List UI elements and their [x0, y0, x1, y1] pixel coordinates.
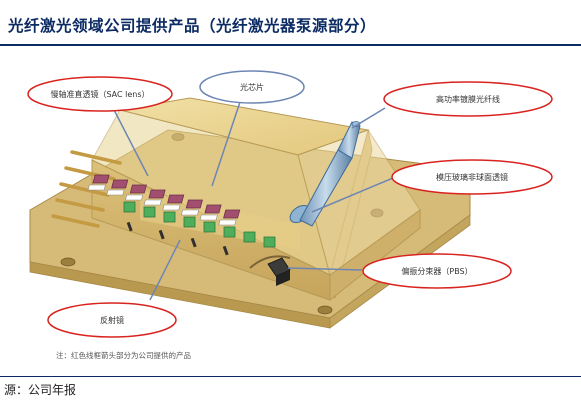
- callout-pbs: 偏振分束器（PBS）: [362, 253, 512, 289]
- optical-chips: [92, 174, 241, 219]
- fiber-tube: [299, 121, 361, 227]
- figure-title: 光纤激光领域公司提供产品（光纤激光器泵源部分）: [8, 16, 377, 35]
- pointer-lines: [109, 101, 394, 301]
- callout-fiber: 高功率镀膜光纤线: [383, 81, 553, 117]
- title-divider: [0, 44, 581, 46]
- source-divider: [0, 376, 581, 377]
- callout-mirror-label: 反射镜: [100, 315, 124, 325]
- callout-sac-lens: 慢轴准直透镜（SAC lens）: [27, 76, 173, 112]
- callout-aspheric-lens: 模压玻璃非球面透镜: [391, 159, 553, 195]
- pbs-cube: [267, 257, 291, 286]
- reflector-bracket: [249, 255, 291, 269]
- callout-aspheric-lens-label: 模压玻璃非球面透镜: [436, 172, 508, 182]
- figure-source: 源：公司年报: [4, 383, 77, 397]
- callout-optical-chip-label: 光芯片: [240, 82, 264, 92]
- steering-mirrors: [126, 221, 229, 256]
- diagram-note: 注：红色线框箭头部分为公司提供的产品: [56, 350, 191, 360]
- callout-sac-lens-label: 慢轴准直透镜（SAC lens）: [50, 89, 149, 99]
- collimating-lenses: [123, 201, 276, 248]
- callout-optical-chip: 光芯片: [199, 70, 305, 104]
- callout-mirror: 反射镜: [47, 302, 177, 338]
- chip-submounts: [87, 184, 237, 226]
- callout-pbs-label: 偏振分束器（PBS）: [401, 266, 472, 276]
- electrical-pins: [51, 150, 122, 228]
- pump-module-diagram: 慢轴准直透镜（SAC lens） 光芯片 高功率镀膜光纤线 模压玻璃非球面透镜 …: [27, 70, 553, 360]
- callout-fiber-label: 高功率镀膜光纤线: [436, 94, 500, 104]
